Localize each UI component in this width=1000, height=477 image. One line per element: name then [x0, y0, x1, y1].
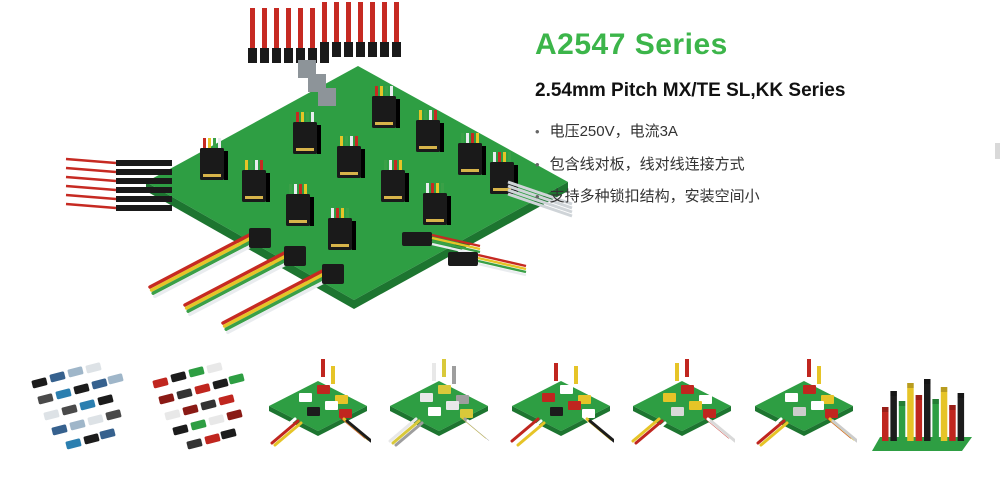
series-thumbnail-3[interactable]	[265, 349, 371, 463]
product-hero-image	[65, 2, 573, 335]
feature-text: 支持多种锁扣结构，安装空间小	[549, 188, 760, 205]
series-thumbnail-4[interactable]	[386, 349, 493, 463]
series-subtitle: 2.54mm Pitch MX/TE SL,KK Series	[535, 80, 846, 101]
series-thumbnail-7[interactable]	[751, 349, 857, 463]
scroll-indicator	[995, 143, 1000, 159]
bullet-marker: •	[535, 189, 540, 204]
feature-item: • 支持多种锁扣结构，安装空间小	[535, 187, 975, 207]
bullet-marker: •	[535, 156, 540, 172]
feature-text: 电压250V，电流3A	[549, 123, 678, 140]
series-thumbnail-5[interactable]	[508, 349, 614, 463]
feature-item: • 电压250V，电流3A	[535, 122, 975, 142]
series-thumbnail-1[interactable]	[22, 349, 128, 463]
bullet-marker: •	[535, 124, 540, 139]
series-thumbnail-2[interactable]	[143, 349, 249, 463]
feature-text: 包含线对板，线对线连接方式	[549, 155, 745, 173]
feature-item: • 包含线对板，线对线连接方式	[535, 155, 975, 175]
series-gallery	[0, 345, 1000, 463]
feature-list: • 电压250V，电流3A • 包含线对板，线对线连接方式 • 支持多种锁扣结构…	[535, 122, 975, 207]
product-info: A2547 Series 2.54mm Pitch MX/TE SL,KK Se…	[535, 28, 975, 220]
series-thumbnail-6[interactable]	[629, 349, 736, 463]
series-thumbnail-8[interactable]	[871, 349, 978, 463]
series-title: A2547 Series	[535, 28, 728, 61]
